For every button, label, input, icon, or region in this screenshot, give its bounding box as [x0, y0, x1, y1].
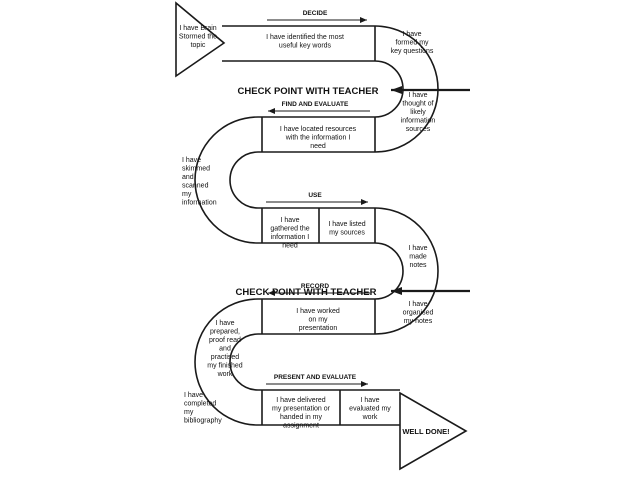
step-label-line: organised [403, 310, 434, 317]
step-label-line: likely [410, 109, 426, 116]
step-label-line: I have [215, 320, 234, 327]
step-label-line: I have Brain [179, 25, 216, 32]
step-located-resources: I have located resources with the informa… [280, 126, 357, 150]
step-label-line: useful key words [279, 43, 332, 50]
step-label-line: scanned [182, 183, 209, 190]
end-label: WELL DONE! [402, 427, 449, 436]
step-label-line: presentation [299, 325, 338, 332]
step-label-line: sources [406, 126, 431, 133]
step-label-line: gathered the [270, 226, 309, 233]
step-label-line: bibliography [184, 418, 222, 425]
section-present-evaluate: PRESENT AND EVALUATE [274, 374, 357, 381]
path-left-curve-2-inner [229, 333, 400, 391]
cell-dividers [261, 26, 376, 425]
step-label-line: my finished [207, 363, 243, 370]
checkpoint-2-label: CHECK POINT WITH TEACHER [236, 287, 377, 298]
step-label-line: my [184, 409, 194, 416]
step-label-line: work [217, 371, 233, 378]
step-label-line: work [362, 414, 378, 421]
step-label-line: my [182, 191, 192, 198]
start-arrow-shape [175, 1, 226, 78]
step-label-line: on my [308, 317, 328, 324]
step-label-line: I have [408, 92, 427, 99]
step-label-line: I have [360, 397, 379, 404]
step-key-words: I have identified the most useful key wor… [266, 34, 344, 50]
step-label-line: information [182, 200, 217, 207]
step-label-line: my notes [404, 318, 433, 325]
step-label-line: my presentation or [272, 406, 331, 413]
checkpoint-1-label: CHECK POINT WITH TEACHER [238, 86, 379, 97]
path-right-curve-2-outer [262, 207, 439, 335]
step-label-line: proof read [209, 337, 241, 344]
step-label-line: Stormed the [179, 34, 217, 41]
section-record: RECORD [301, 283, 329, 290]
step-label-line: my sources [329, 230, 365, 237]
checkpoint-arrows [391, 86, 470, 295]
path-right-curve-2-inner [262, 242, 404, 300]
step-label-line: need [282, 243, 298, 250]
step-label-line: I have delivered [276, 397, 326, 404]
step-label-line: need [310, 143, 326, 150]
end-arrow-shape [399, 391, 468, 471]
step-label-line: information I [271, 234, 310, 241]
snake-path [194, 25, 439, 426]
step-label-line: and [182, 174, 194, 181]
step-label-line: skimmed [182, 166, 210, 173]
step-label-line: information [401, 118, 436, 125]
path-left-curve-outer [194, 116, 375, 244]
step-label-line: assignment [283, 423, 319, 430]
step-label-line: notes [409, 262, 427, 269]
direction-arrows [266, 17, 370, 387]
step-label-line: handed in my [280, 414, 323, 421]
step-label-line: I have located resources [280, 126, 357, 133]
step-label-line: I have listed [328, 221, 365, 228]
section-find-evaluate: FIND AND EVALUATE [282, 101, 349, 108]
section-use: USE [308, 192, 322, 199]
step-label-line: thought of [402, 101, 433, 108]
step-label-line: I have identified the most [266, 34, 344, 41]
step-label-line: made [409, 254, 427, 261]
step-label-line: I have [184, 392, 203, 399]
step-label-line: evaluated my [349, 406, 391, 413]
path-left-curve-inner [229, 151, 375, 209]
step-label-line: and [219, 346, 231, 353]
step-label-line: I have [408, 301, 427, 308]
section-decide: DECIDE [303, 10, 328, 17]
step-label-line: prepared, [210, 329, 240, 336]
step-label-line: completed [184, 401, 216, 408]
step-label-line: I have [182, 157, 201, 164]
step-label-line: key questions [391, 48, 434, 55]
step-listed-sources: I have listed my sources [328, 221, 365, 237]
step-label-line: with the information I [285, 135, 351, 142]
step-label-line: I have [402, 31, 421, 38]
step-label-line: topic [191, 42, 206, 49]
step-label-line: I have [280, 217, 299, 224]
step-label-line: formed my [395, 40, 429, 47]
step-label-line: I have worked [296, 308, 340, 315]
path-left-curve-2-outer [194, 298, 400, 426]
step-label-line: I have [408, 245, 427, 252]
step-label-line: practised [211, 354, 240, 361]
